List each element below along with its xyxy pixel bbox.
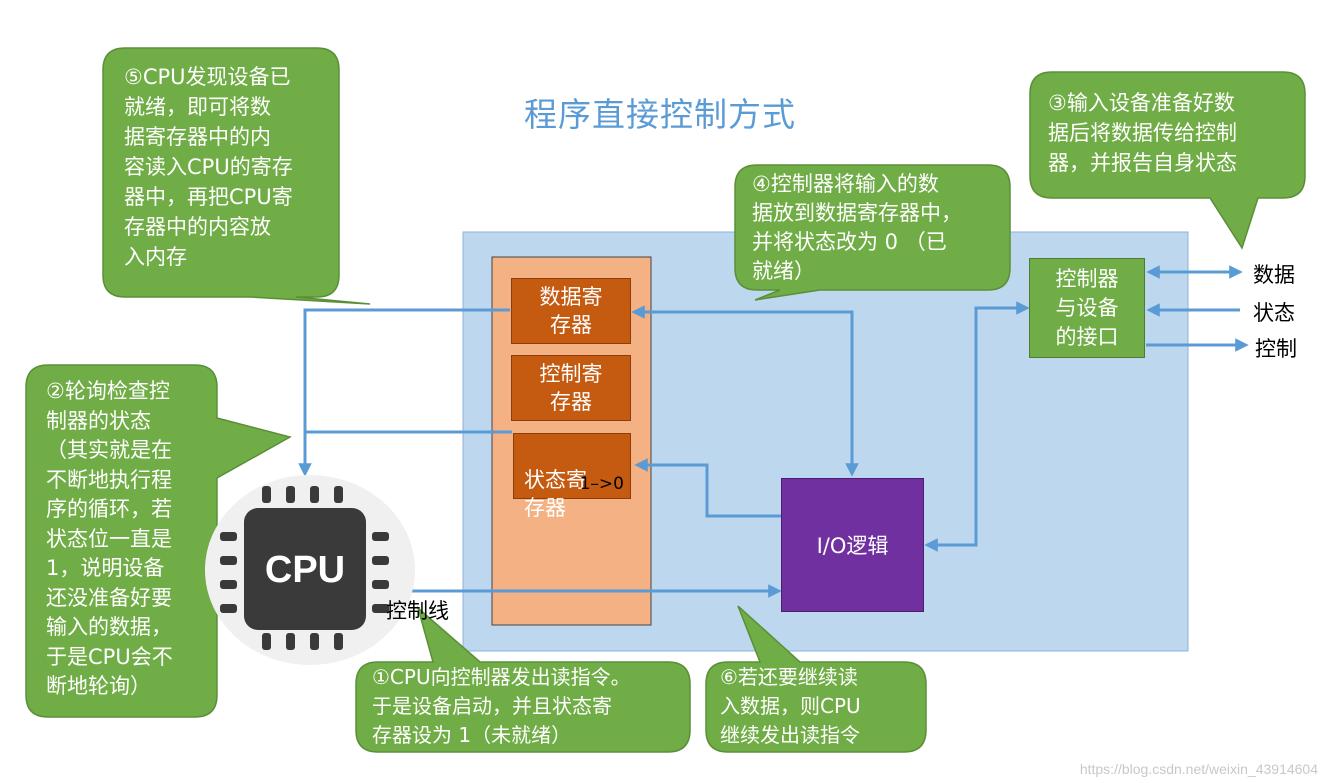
cpu-label: CPU [265, 549, 345, 591]
diagram-title: 程序直接控制方式 [524, 95, 796, 134]
callout-6-bubble [705, 605, 927, 753]
watermark: https://blog.csdn.net/weixin_43914604 [1079, 761, 1318, 777]
callout-6-text: ⑥若还要继续读 入数据，则CPU 继续发出读指令 [720, 665, 861, 747]
signal-data-label: 数据 [1253, 263, 1295, 287]
io-to-status-register-arrow [634, 458, 781, 518]
callout-bubbles [25, 47, 1306, 753]
callout-5-text: ⑤CPU发现设备已 就绪，即可将数 据寄存器中的内 容读入CPU的寄存 器中，再… [124, 65, 293, 269]
status-register-label: 状态寄 存器 [524, 468, 587, 520]
control-line-label: 控制线 [386, 599, 449, 623]
callout-4-bubble [734, 164, 1011, 301]
connection-arrows [298, 265, 1249, 598]
data-register-to-cpu-arrow [298, 308, 510, 477]
callout-2-text: ②轮询检查控 制器的状态 （其实就是在 不断地执行程 序的循环，若 状态位一直是… [46, 379, 173, 698]
control-register: 控制寄 存器 [511, 355, 631, 421]
callout-2-bubble [25, 364, 292, 718]
device-interface-block: 控制器 与设备 的接口 [1029, 258, 1145, 358]
signal-control-label: 控制 [1255, 337, 1297, 361]
callout-1-bubble [355, 605, 691, 753]
callout-3-bubble [1029, 71, 1306, 250]
status-register: 状态寄 存器 1–>0 [513, 433, 631, 520]
callout-4-text: ④控制器将输入的数 据放到数据寄存器中， 并将状态改为 0 （已 就绪） [752, 172, 962, 283]
status-change-label: 1–>0 [579, 474, 624, 494]
io-logic-block: I/O逻辑 [781, 478, 924, 612]
callout-3-text: ③输入设备准备好数 据后将数据传给控制 器，并报告自身状态 [1048, 91, 1237, 175]
callout-1-text: ①CPU向控制器发出读指令。 于是设备启动，并且状态寄 存器设为 1（未就绪） [372, 665, 631, 747]
callout-5-bubble [102, 47, 371, 305]
interface-to-io-arrow [924, 301, 1030, 552]
data-register: 数据寄 存器 [511, 278, 631, 344]
cpu-chip-icon: CPU [205, 475, 415, 665]
signal-status-label: 状态 [1253, 301, 1295, 325]
io-to-data-register-arrow [631, 305, 859, 477]
